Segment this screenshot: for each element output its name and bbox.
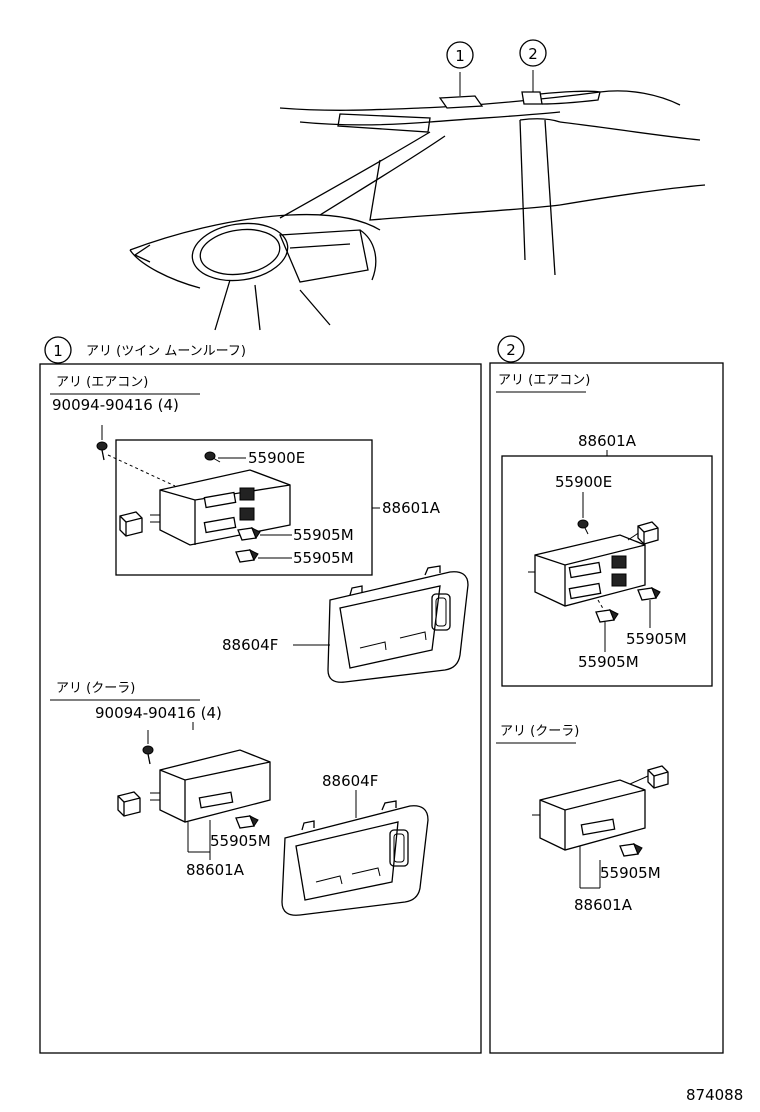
s2-cooler-part-88601A: 88601A: [574, 896, 633, 914]
s2-knob-b: [595, 608, 619, 623]
s1-screw-icon: [204, 451, 221, 463]
marker-1: 1: [53, 342, 63, 360]
s1-part-88601A: 88601A: [382, 499, 441, 517]
diagram-number: 874088: [686, 1086, 743, 1104]
s1-cooler-part-88601A: 88601A: [186, 861, 245, 879]
svg-text:1: 1: [455, 47, 465, 65]
s1-aircon-switch-unit: [150, 469, 291, 546]
s2-cooler-knob: [619, 842, 643, 857]
section-2-frame: [489, 362, 724, 1054]
s2-aircon-switch-unit: [528, 531, 646, 607]
s1-cooler-bolt-icon: [142, 730, 154, 765]
s2-aircon-connector: [637, 521, 659, 545]
section-1-frame: [39, 363, 482, 1054]
s1-knob-b: [235, 548, 259, 563]
svg-text:2: 2: [528, 45, 538, 63]
s2-aircon-header: アリ (エアコン): [498, 373, 590, 388]
s2-part-55905M-a: 55905M: [626, 630, 687, 648]
s1-cooler-bolt-label: 90094-90416 (4): [95, 704, 222, 722]
s1-part-55905M-a: 55905M: [293, 526, 354, 544]
s2-cooler-connector: [647, 765, 669, 789]
s2-part-88601A: 88601A: [578, 432, 637, 450]
section-1: 1 アリ (ツイン ムーンルーフ) アリ (エアコン) 90094-90416 …: [39, 336, 482, 1054]
s2-cooler-part-55905M: 55905M: [600, 864, 661, 882]
car-interior-illustration: [129, 70, 706, 331]
s1-knob-a: [237, 526, 261, 541]
s2-screw-icon: [577, 519, 589, 535]
s1-part-88604F: 88604F: [222, 636, 278, 654]
marker-2-top: 2: [519, 39, 547, 67]
s2-cooler-switch-unit: [532, 775, 649, 851]
s2-part-55900E: 55900E: [555, 473, 612, 491]
s1-aircon-bolt-label: 90094-90416 (4): [52, 396, 179, 414]
s1-cooler-part-55905M: 55905M: [210, 832, 271, 850]
s1-aircon-header: アリ (エアコン): [56, 375, 148, 390]
s1-cooler-part-88604F: 88604F: [322, 772, 378, 790]
s1-part-55905M-b: 55905M: [293, 549, 354, 567]
s1-aircon-connector: [119, 511, 143, 537]
s2-aircon-box: [501, 455, 713, 687]
s1-cooler-header: アリ (クーラ): [56, 681, 135, 696]
s2-cooler-header: アリ (クーラ): [500, 724, 579, 739]
s1-part-55900E: 55900E: [248, 449, 305, 467]
s1-cooler-lens: [281, 800, 429, 916]
marker-1-top: 1: [446, 41, 474, 69]
section-2: 2 アリ (エアコン) 88601A 55900E: [489, 335, 724, 1054]
section-1-title: アリ (ツイン ムーンルーフ): [86, 344, 246, 359]
s1-cooler-knob: [235, 814, 259, 829]
s1-cooler-switch-unit: [150, 749, 271, 823]
s2-part-55905M-b: 55905M: [578, 653, 639, 671]
marker-2: 2: [506, 341, 516, 359]
s1-cooler-connector: [117, 791, 141, 817]
s1-aircon-lens: [327, 565, 469, 683]
s1-bolt-icon: [96, 425, 108, 461]
s2-knob-a: [637, 586, 661, 601]
